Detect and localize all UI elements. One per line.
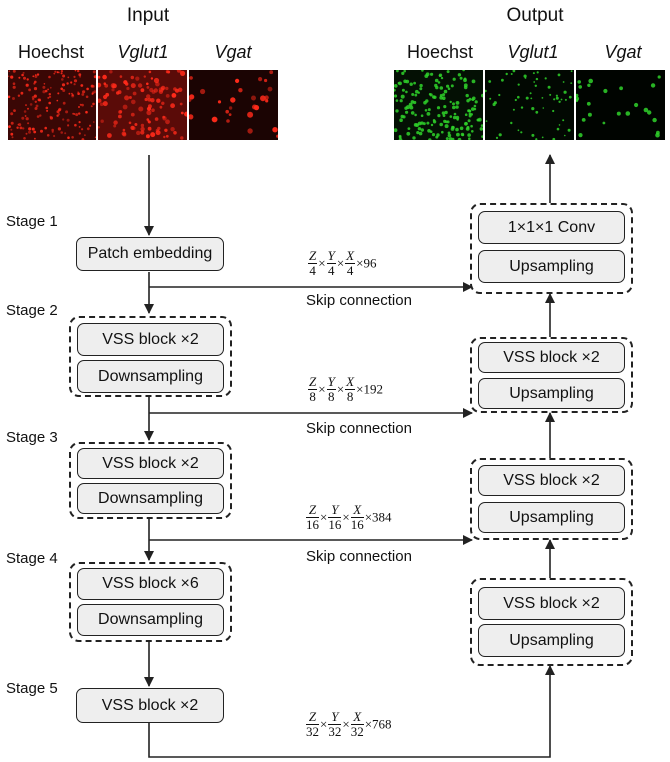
stage4-downsampling: Downsampling <box>77 604 224 636</box>
input-channel-vgat: Vgat <box>214 42 252 62</box>
stage4-vss-block: VSS block ×6 <box>77 568 224 600</box>
decoder-3-group <box>470 458 633 540</box>
stage-3-label: Stage 3 <box>6 429 58 446</box>
decoder-2-group <box>470 337 633 413</box>
decoder-4-group <box>470 578 633 666</box>
decoder-4-upsampling: Upsampling <box>478 624 625 657</box>
decoder-top-upsampling: Upsampling <box>478 250 625 283</box>
stage-4-label: Stage 4 <box>6 550 58 567</box>
stage4-group <box>69 562 232 642</box>
stage2-vss-block: VSS block ×2 <box>77 323 224 356</box>
bottleneck-path <box>148 665 555 758</box>
stage2-group <box>69 316 232 397</box>
decoder-3-upsampling: Upsampling <box>478 502 625 533</box>
input-vgat-image <box>189 70 278 140</box>
patch-embedding-block: Patch embedding <box>76 237 224 271</box>
stage-1-label: Stage 1 <box>6 213 58 230</box>
skip-label-3: Skip connection <box>306 548 412 565</box>
decoder-2-upsampling: Upsampling <box>478 378 625 409</box>
decoder-3-vss-block: VSS block ×2 <box>478 465 625 496</box>
stage2-downsampling: Downsampling <box>77 360 224 393</box>
output-vgat-image <box>576 70 665 140</box>
conv-1x1x1-block: 1×1×1 Conv <box>478 211 625 244</box>
stage3-group <box>69 442 232 519</box>
stage3-downsampling: Downsampling <box>77 483 224 514</box>
input-channel-vglut1: Vglut1 <box>117 42 169 62</box>
input-channel-hoechst: Hoechst <box>17 42 85 62</box>
output-hoechst-image <box>394 70 483 140</box>
input-title: Input <box>126 5 170 26</box>
input-vglut1-image <box>98 70 187 140</box>
decoder-4-vss-block: VSS block ×2 <box>478 587 625 620</box>
stage-5-label: Stage 5 <box>6 680 58 697</box>
output-channel-vglut1: Vglut1 <box>507 42 559 62</box>
stage3-vss-block: VSS block ×2 <box>77 448 224 479</box>
output-title: Output <box>506 5 564 26</box>
decoder-2-vss-block: VSS block ×2 <box>478 342 625 373</box>
skip-label-1: Skip connection <box>306 292 412 309</box>
output-channel-hoechst: Hoechst <box>406 42 474 62</box>
decoder-top-group <box>470 203 633 294</box>
stage-2-label: Stage 2 <box>6 302 58 319</box>
input-hoechst-image <box>8 70 96 140</box>
stage5-vss-block: VSS block ×2 <box>76 688 224 723</box>
output-channel-vgat: Vgat <box>604 42 642 62</box>
skip-label-2: Skip connection <box>306 420 412 437</box>
output-vglut1-image <box>485 70 574 140</box>
